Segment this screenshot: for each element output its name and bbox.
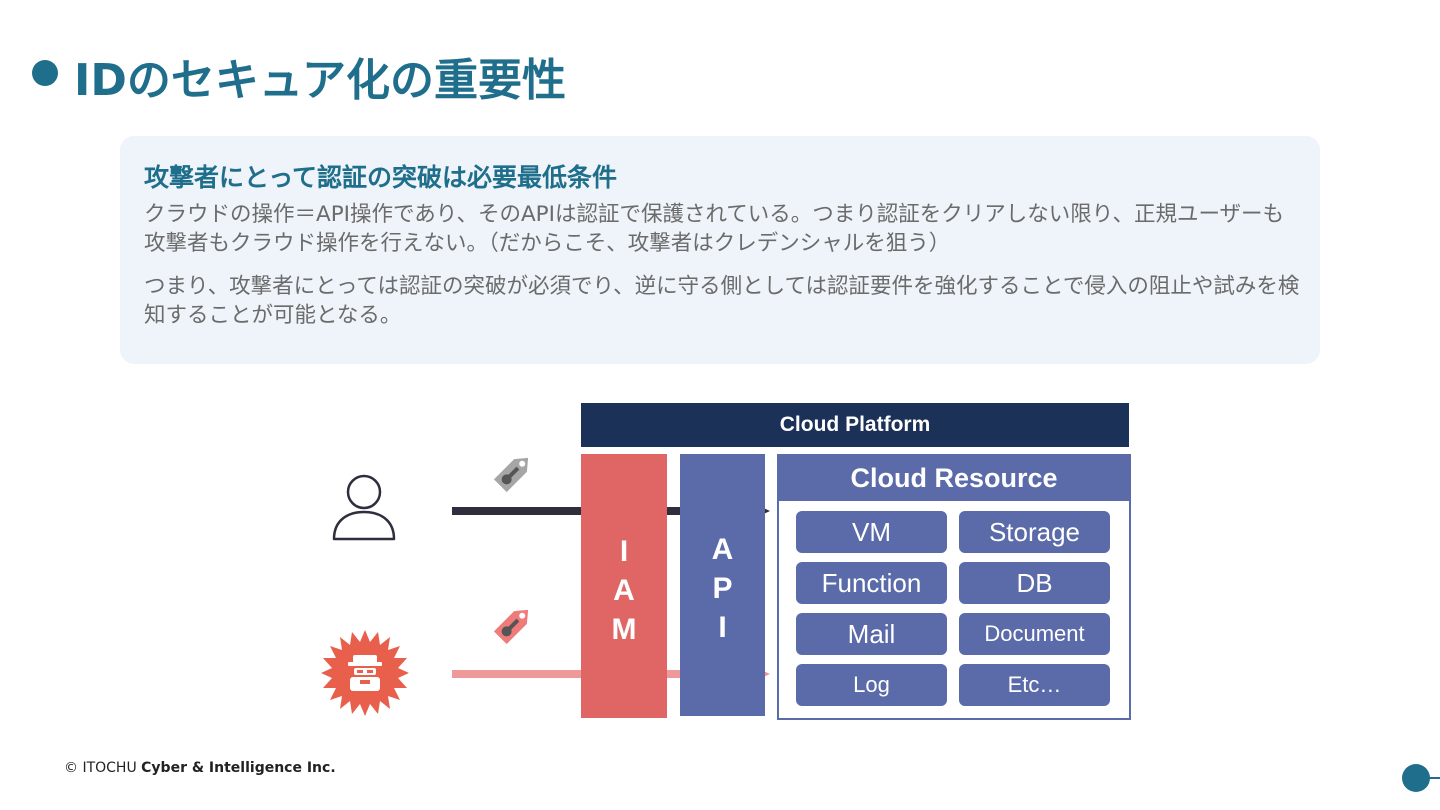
api-column: A P I	[680, 454, 765, 716]
hacker-icon	[321, 630, 409, 716]
user-icon	[332, 474, 396, 541]
copyright-prefix: © ITOCHU	[64, 760, 137, 776]
resource-log: Log	[796, 664, 947, 706]
title-bullet	[32, 60, 58, 86]
callout-paragraph-2: つまり、攻撃者にとっては認証の突破が必須でり、逆に守る側としては認証要件を強化す…	[144, 274, 1300, 328]
resource-db: DB	[959, 562, 1110, 604]
iam-label: I A M	[611, 535, 637, 646]
callout-paragraph-1: クラウドの操作＝API操作であり、そのAPIは認証で保護されている。つまり認証を…	[144, 202, 1285, 256]
key-tag-icon	[491, 455, 531, 495]
key-tag-icon	[491, 607, 531, 647]
page-marker-line	[1428, 777, 1440, 779]
cloud-resource-panel: Cloud Resource VM Storage Function DB Ma…	[777, 454, 1131, 720]
resource-document: Document	[959, 613, 1110, 655]
cloud-resource-title: Cloud Resource	[779, 456, 1129, 501]
company-name: Cyber & Intelligence Inc.	[141, 760, 336, 776]
resource-mail: Mail	[796, 613, 947, 655]
page-title: IDのセキュア化の重要性	[74, 55, 567, 106]
summary-callout: 攻撃者にとって認証の突破は必要最低条件 クラウドの操作＝API操作であり、そのA…	[120, 136, 1320, 364]
page-marker	[1402, 764, 1430, 792]
footer-copyright: © ITOCHU Cyber & Intelligence Inc.	[64, 760, 336, 776]
resource-vm: VM	[796, 511, 947, 553]
cloud-platform-bar: Cloud Platform	[581, 403, 1129, 447]
callout-heading: 攻撃者にとって認証の突破は必要最低条件	[144, 163, 618, 192]
resource-etc: Etc…	[959, 664, 1110, 706]
resource-function: Function	[796, 562, 947, 604]
resource-storage: Storage	[959, 511, 1110, 553]
iam-column: I A M	[581, 454, 667, 718]
api-label: A P I	[711, 533, 734, 644]
